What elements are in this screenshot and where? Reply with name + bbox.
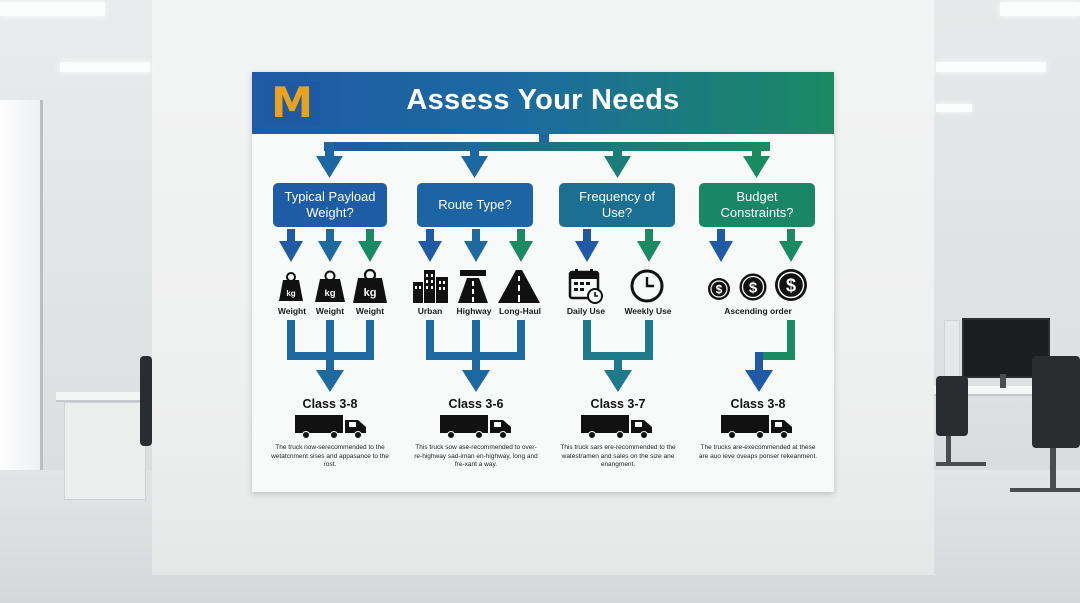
chair-stem — [946, 436, 951, 462]
merge-connectors — [287, 320, 795, 360]
icon-label-weight: Weight — [315, 306, 345, 316]
class-description: The truck now-serecommended to the wetat… — [271, 444, 389, 468]
class-down-arrows — [316, 352, 773, 392]
clock-icon — [630, 269, 664, 303]
title-banner: M Assess Your Needs — [252, 72, 834, 134]
icon-label-weight: Weight — [277, 306, 307, 316]
kg-weight-icon: kg — [315, 270, 345, 302]
box-truck-icon — [581, 415, 652, 439]
class-label: Class 3-6 — [448, 397, 504, 411]
chair-base — [1010, 488, 1080, 492]
chair-stem — [1050, 448, 1056, 490]
ceiling-light — [936, 104, 972, 112]
question-payload-weight: Typical Payload Weight? — [273, 183, 387, 227]
ceiling-light — [60, 62, 150, 72]
class-description: This truck sars ere-recommended to the w… — [560, 444, 676, 468]
desk — [934, 386, 1080, 396]
icon-label-urban: Urban — [417, 306, 443, 316]
poster-title: Assess Your Needs — [406, 84, 680, 116]
window — [0, 100, 43, 470]
icon-label-daily-use: Daily Use — [566, 306, 606, 316]
logo-letter: M — [271, 78, 313, 127]
city-buildings-icon — [413, 270, 448, 303]
weight-icons: kg kg kg — [279, 268, 387, 303]
question-frequency: Frequency of Use? — [559, 183, 675, 227]
svg-text:$: $ — [749, 280, 758, 297]
icon-label-weekly-use: Weekly Use — [624, 306, 672, 316]
class-description: This truck sow ase-recommended to over-r… — [414, 444, 538, 468]
assess-needs-poster: M Assess Your Needs — [252, 72, 834, 492]
question-route-type: Route Type? — [417, 183, 533, 227]
class-label: Class 3-7 — [590, 397, 646, 411]
icon-label-ascending-order: Ascending order — [724, 306, 792, 316]
kg-weight-icon: kg — [353, 268, 387, 303]
question-down-arrows — [279, 229, 803, 262]
kg-weight-glyph: kg — [286, 289, 295, 298]
long-road-icon — [498, 270, 540, 303]
dollar-coin-icon: $ — [775, 269, 807, 301]
top-distribution-arrows — [316, 134, 770, 178]
budget-icons: $ $ $ — [708, 269, 807, 301]
box-truck-icon — [440, 415, 511, 439]
company-logo: M — [264, 81, 320, 125]
route-icons — [413, 270, 540, 303]
ceiling-light — [936, 62, 1046, 72]
desk — [56, 392, 152, 402]
svg-text:$: $ — [786, 276, 796, 296]
ceiling-light — [0, 2, 105, 16]
icon-label-weight: Weight — [355, 306, 385, 316]
ceiling-light — [1000, 2, 1080, 16]
office-chair — [1032, 356, 1080, 448]
frequency-icons — [568, 269, 664, 304]
highway-road-icon — [458, 270, 488, 303]
dollar-coin-icon: $ — [739, 273, 767, 301]
svg-text:$: $ — [716, 283, 723, 297]
desk-drawer — [64, 402, 146, 500]
kg-weight-glyph: kg — [364, 287, 377, 299]
dollar-coin-icon: $ — [708, 278, 730, 300]
class-label: Class 3-8 — [302, 397, 358, 411]
icon-label-highway: Highway — [456, 306, 492, 316]
question-budget: Budget Constraints? — [699, 183, 815, 227]
monitor-stand — [1000, 374, 1006, 388]
calendar-clock-icon — [568, 269, 603, 304]
chair-base — [936, 462, 986, 466]
office-chair — [140, 356, 152, 446]
flow-arrows — [279, 134, 803, 392]
office-chair — [936, 376, 968, 436]
box-truck-icon — [295, 415, 366, 439]
icon-label-long-haul: Long-Haul — [498, 306, 542, 316]
kg-weight-glyph: kg — [324, 288, 335, 299]
class-label: Class 3-8 — [730, 397, 786, 411]
box-truck-icon — [721, 415, 792, 439]
class-description: The trucks are-execommended at these are… — [698, 444, 818, 460]
kg-weight-icon: kg — [279, 272, 303, 301]
